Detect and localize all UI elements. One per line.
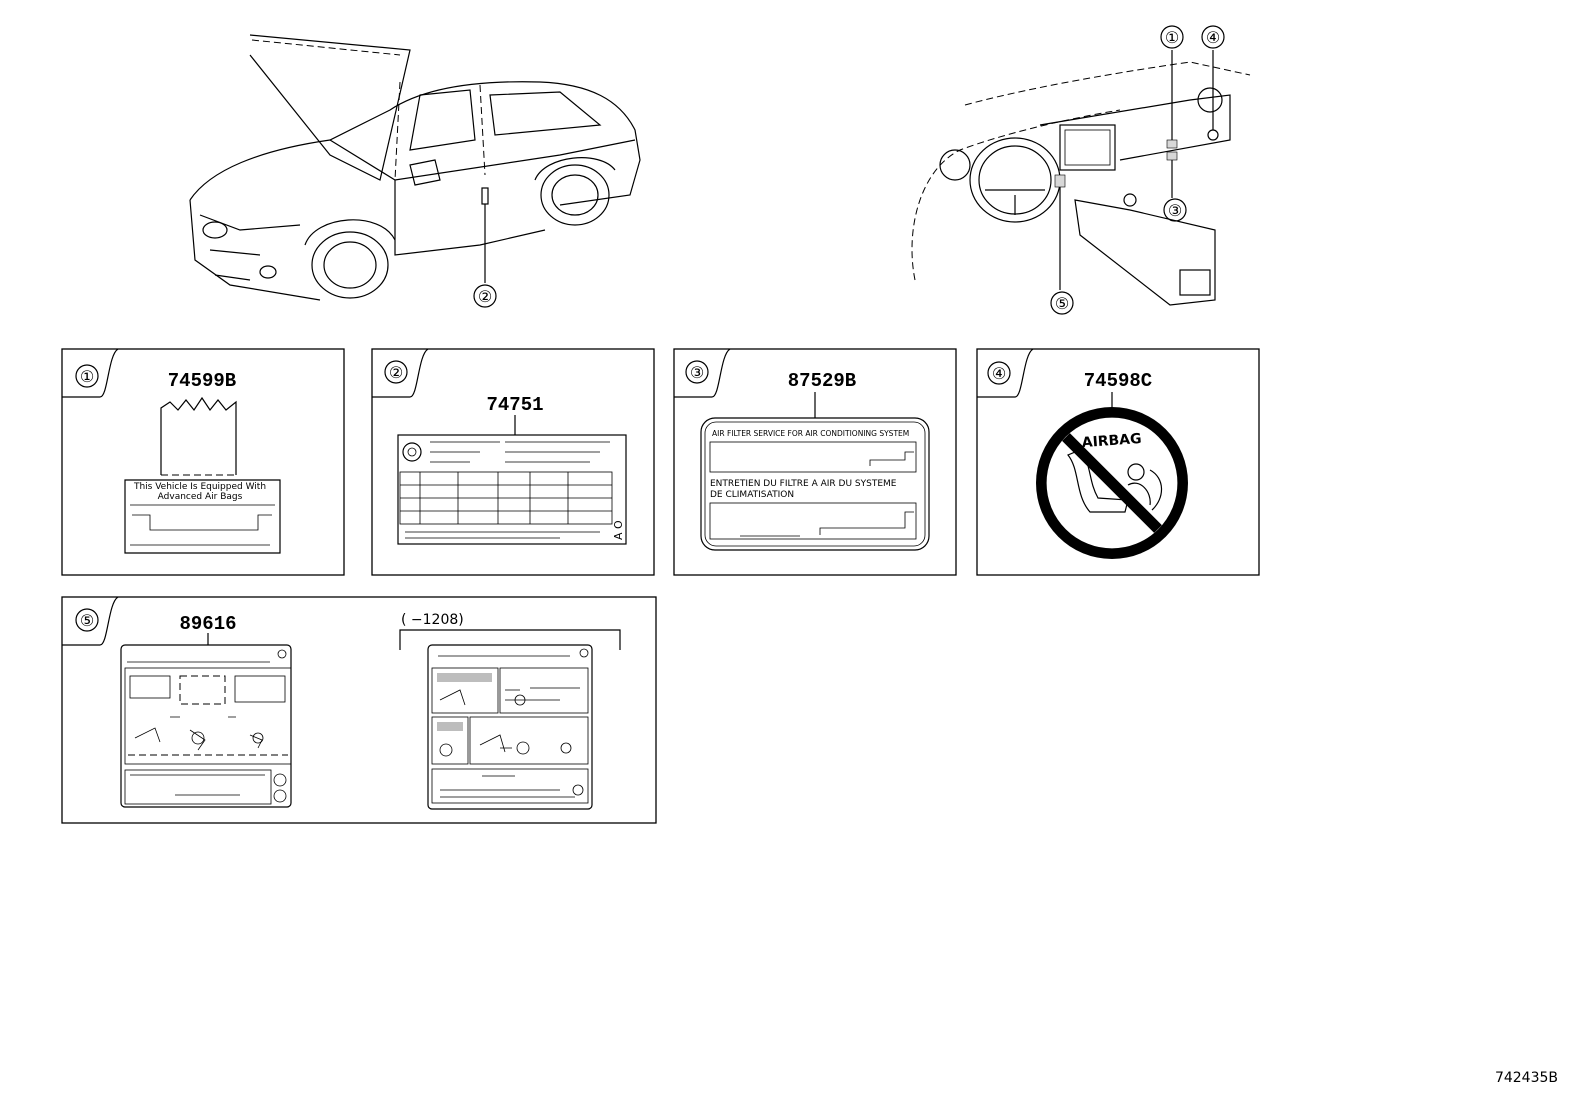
callout-5-dash: ⑤ (1050, 291, 1074, 315)
panel-number: ② (389, 363, 403, 382)
airbag-badge-icon (1036, 407, 1188, 559)
callout-number: ① (1165, 28, 1179, 47)
label-line-1: AIR FILTER SERVICE FOR AIR CONDITIONING … (712, 429, 909, 438)
panel-number: ① (80, 367, 94, 386)
callout-number: ④ (1206, 28, 1220, 47)
panel-1: ① 74599B This Vehicle Is Equipped With A… (61, 348, 345, 576)
callout-4-dash: ④ (1201, 25, 1225, 49)
callout-3-dash: ③ (1163, 198, 1187, 222)
panel-number: ④ (992, 364, 1006, 383)
panel-3: ③ 87529B AIR FILTER SERVICE FOR AIR COND… (673, 348, 957, 576)
panel-number: ⑤ (80, 611, 94, 630)
callout-2-car: ② (473, 284, 497, 308)
part-number: 74598C (1084, 370, 1152, 392)
panel-5: ⑤ 89616 ( −1208) (61, 596, 657, 824)
diagram-id: 742435B (1495, 1070, 1558, 1086)
label-line-3: DE CLIMATISATION (710, 490, 794, 500)
panel-number: ③ (690, 363, 704, 382)
badge-text: AIRBAG (1081, 431, 1142, 451)
dashboard-illustration (911, 50, 1251, 306)
callout-number: ② (478, 287, 492, 306)
variant-range: ( −1208) (401, 612, 464, 628)
callout-1-dash: ① (1160, 25, 1184, 49)
panel-4: ④ 74598C AIRBAG (976, 348, 1260, 576)
side-text: A O (612, 520, 625, 540)
car-exterior-illustration (189, 34, 641, 301)
callout-number: ⑤ (1055, 294, 1069, 313)
part-number: 74599B (168, 370, 236, 392)
panel-2: ② 74751 A O (371, 348, 655, 576)
label-line-2: ENTRETIEN DU FILTRE A AIR DU SYSTEME (710, 479, 897, 489)
part-number: 74751 (486, 394, 543, 416)
label-line-2: Advanced Air Bags (158, 492, 243, 502)
part-number: 89616 (179, 613, 236, 635)
label-line-1: This Vehicle Is Equipped With (133, 482, 266, 492)
part-number: 87529B (788, 370, 856, 392)
callout-number: ③ (1168, 201, 1182, 220)
